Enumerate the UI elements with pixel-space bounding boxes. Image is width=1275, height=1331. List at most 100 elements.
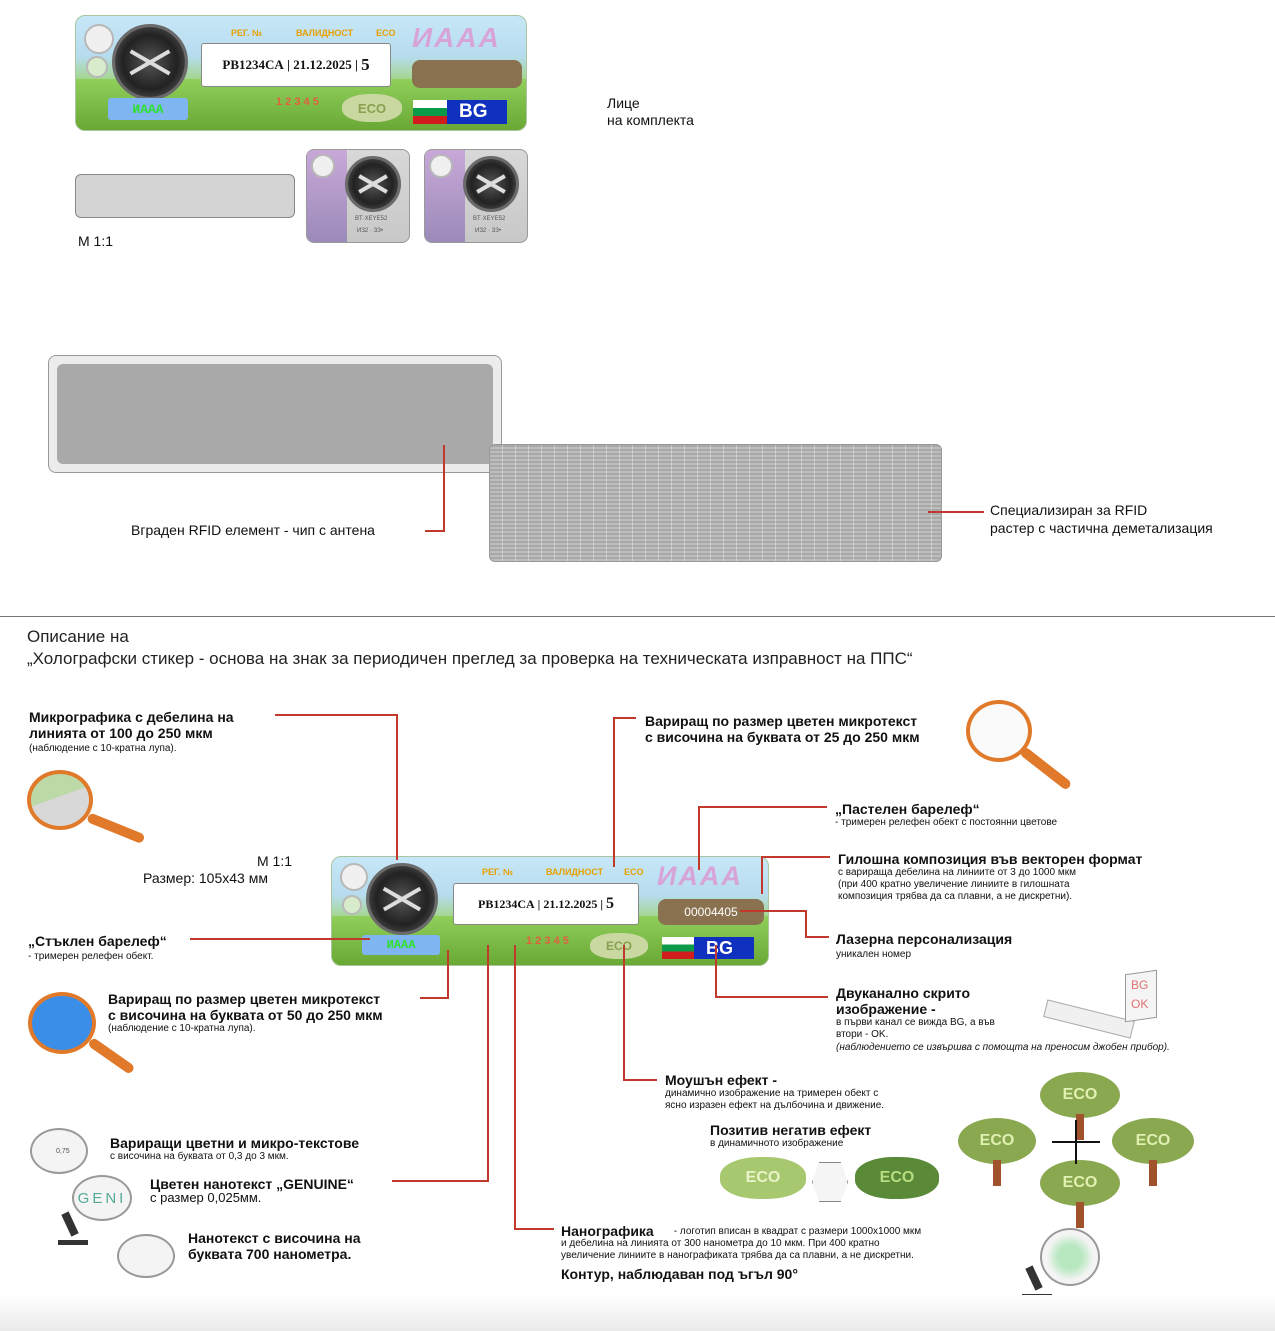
small-sticker-1: BT·XEYE52 ИЗ2 · ЗЗ•	[306, 149, 410, 243]
micrographics-title: Микрографика с дебелина на линията от 10…	[29, 709, 234, 741]
cross-arrows-icon	[1075, 1120, 1077, 1164]
hologram-sticker-top: ИААА РЕГ. № ВАЛИДНОСТ ECO ИААА PB1234CA …	[75, 15, 527, 131]
blank-strip	[75, 174, 295, 218]
serial-number: 00004405	[684, 905, 738, 919]
guilloche-emblem-icon	[463, 156, 519, 212]
main-scale: M 1:1	[257, 853, 293, 869]
plate-date-box: PB1234CA | 21.12.2025 | 5	[453, 883, 639, 925]
leader-line	[805, 936, 829, 938]
leader-line	[928, 511, 984, 513]
leader-line	[762, 856, 830, 858]
leader-line	[623, 1079, 657, 1081]
country-flag: BG	[413, 100, 507, 124]
guilloche-emblem-icon	[112, 24, 188, 100]
face-label-1: Лице	[607, 95, 640, 111]
zoom-circle-map	[1040, 1228, 1100, 1286]
rfid-raster-label-1: Специализиран за RFID	[990, 502, 1148, 518]
pastel-title: „Пастелен барелеф“	[835, 801, 980, 817]
small-sticker-line1: BT·XEYE52	[355, 216, 388, 222]
validity-date: 21.12.2025	[293, 57, 352, 72]
color-micro-50-title: Вариращ по размер цветен микротекст с ви…	[108, 991, 383, 1023]
leader-line	[623, 945, 625, 1081]
magnifier-handle	[1018, 746, 1073, 791]
color-micro-50-sub: (наблюдение с 10-кратна лупа).	[108, 1023, 256, 1034]
eco-tree-bottom: ECO	[1040, 1160, 1120, 1230]
leader-line	[420, 997, 448, 999]
zoom-circle-1: 0,75	[30, 1128, 88, 1174]
nanographics-title: Нанографика	[561, 1223, 654, 1239]
dual-title: Двуканално скрито изображение -	[836, 985, 971, 1017]
dual-bg: BG	[1131, 978, 1149, 992]
leader-line	[443, 445, 445, 532]
leader-line	[514, 945, 516, 1230]
micrographics-sub: (наблюдение с 10-кратна лупа).	[29, 743, 177, 754]
laser-title: Лазерна персонализация	[836, 931, 1013, 947]
magnifier-lens-icon	[340, 863, 368, 891]
motion-title: Моушън ефект -	[665, 1072, 778, 1088]
varying-sub: с височина на буквата от 0,3 до 3 мкм.	[110, 1151, 289, 1162]
country-code: BG	[459, 101, 488, 122]
reg-header: РЕГ. №	[482, 867, 514, 877]
grade: 5	[361, 55, 370, 74]
zoom-circle-2: GENI	[72, 1175, 132, 1221]
color-micro-25-title: Вариращ по размер цветен микротекст с ви…	[645, 713, 920, 745]
face-label-2: на комплекта	[607, 112, 694, 128]
varying-title: Вариращи цветни и микро-текстове	[110, 1135, 360, 1151]
serial-window	[412, 60, 522, 88]
leader-line	[514, 1228, 554, 1230]
rfid-chip-label: Вграден RFID елемент - чип с антена	[131, 522, 375, 538]
laser-sub: уникален номер	[836, 949, 912, 960]
small-sticker-line1: BT·XEYE52	[473, 216, 506, 222]
magnifier-lens-icon	[84, 24, 114, 54]
eco-cloud-negative: ECO	[855, 1157, 939, 1199]
validity-header: ВАЛИДНОСТ	[546, 867, 604, 877]
brand-text: ИААА	[412, 22, 501, 53]
description-line-2: „Холографски стикер - основа на знак за …	[27, 649, 913, 668]
eco-cloud: ECO	[342, 94, 402, 122]
leader-line	[613, 717, 615, 867]
nanographics-sub: - логотип вписан в квадрат с размери 100…	[561, 1226, 922, 1261]
plate-number: PB1234CA	[478, 896, 535, 911]
magnifier-lens-icon	[311, 154, 335, 178]
guilloche-emblem-icon	[345, 156, 401, 212]
magnifier-icon	[27, 770, 93, 830]
zoom-circle-3	[117, 1234, 175, 1278]
magnifier-handle	[86, 812, 146, 845]
motion-sub: динамично изображение на тримерен обект …	[665, 1088, 885, 1111]
hologram-sticker-main: ИААА РЕГ. № ВАЛИДНОСТ ECO ИААА PB1234CA …	[331, 856, 769, 966]
leader-line	[392, 1180, 488, 1182]
microscope-icon	[56, 1211, 90, 1246]
leader-line	[698, 806, 700, 870]
digit-row: 1 2 3 4 5	[526, 935, 569, 947]
genuine-sub: с размер 0,025мм.	[150, 1190, 262, 1205]
grade: 5	[605, 895, 614, 912]
leader-line	[447, 950, 449, 999]
scale-label: M 1:1	[78, 233, 114, 249]
country-code: BG	[706, 937, 733, 958]
magnifier-icon	[28, 992, 96, 1054]
leader-line	[699, 806, 827, 808]
flip-icon	[812, 1162, 848, 1202]
leader-line	[715, 945, 717, 998]
leader-line	[425, 530, 445, 532]
description-line-1: Описание на	[27, 627, 129, 646]
pastel-sub: - тримерен релефен обект с постоянни цве…	[835, 817, 1058, 828]
eco-header: ECO	[376, 28, 396, 38]
emblem-icon	[342, 895, 362, 915]
posneg-sub: в динамичното изображение	[710, 1138, 844, 1149]
flag-icon	[662, 937, 694, 959]
eco-tree-right: ECO	[1112, 1118, 1194, 1188]
genuine-title: Цветен нанотекст „GENUINE“	[150, 1176, 354, 1192]
eco-cloud-positive: ECO	[720, 1157, 806, 1199]
dual-device-icon	[1043, 999, 1135, 1039]
validity-header: ВАЛИДНОСТ	[296, 28, 354, 38]
magnifier-handle	[87, 1036, 136, 1075]
small-sticker-2: BT·XEYE52 ИЗ2 · ЗЗ•	[424, 149, 528, 243]
rfid-chip-layer	[48, 355, 502, 473]
leader-line	[396, 714, 398, 860]
section-divider	[0, 616, 1275, 617]
leader-line	[275, 714, 397, 716]
plate-date-box: PB1234CA | 21.12.2025 | 5	[201, 43, 391, 87]
serial-window: 00004405	[658, 899, 764, 925]
rfid-raster-layer	[489, 444, 942, 562]
